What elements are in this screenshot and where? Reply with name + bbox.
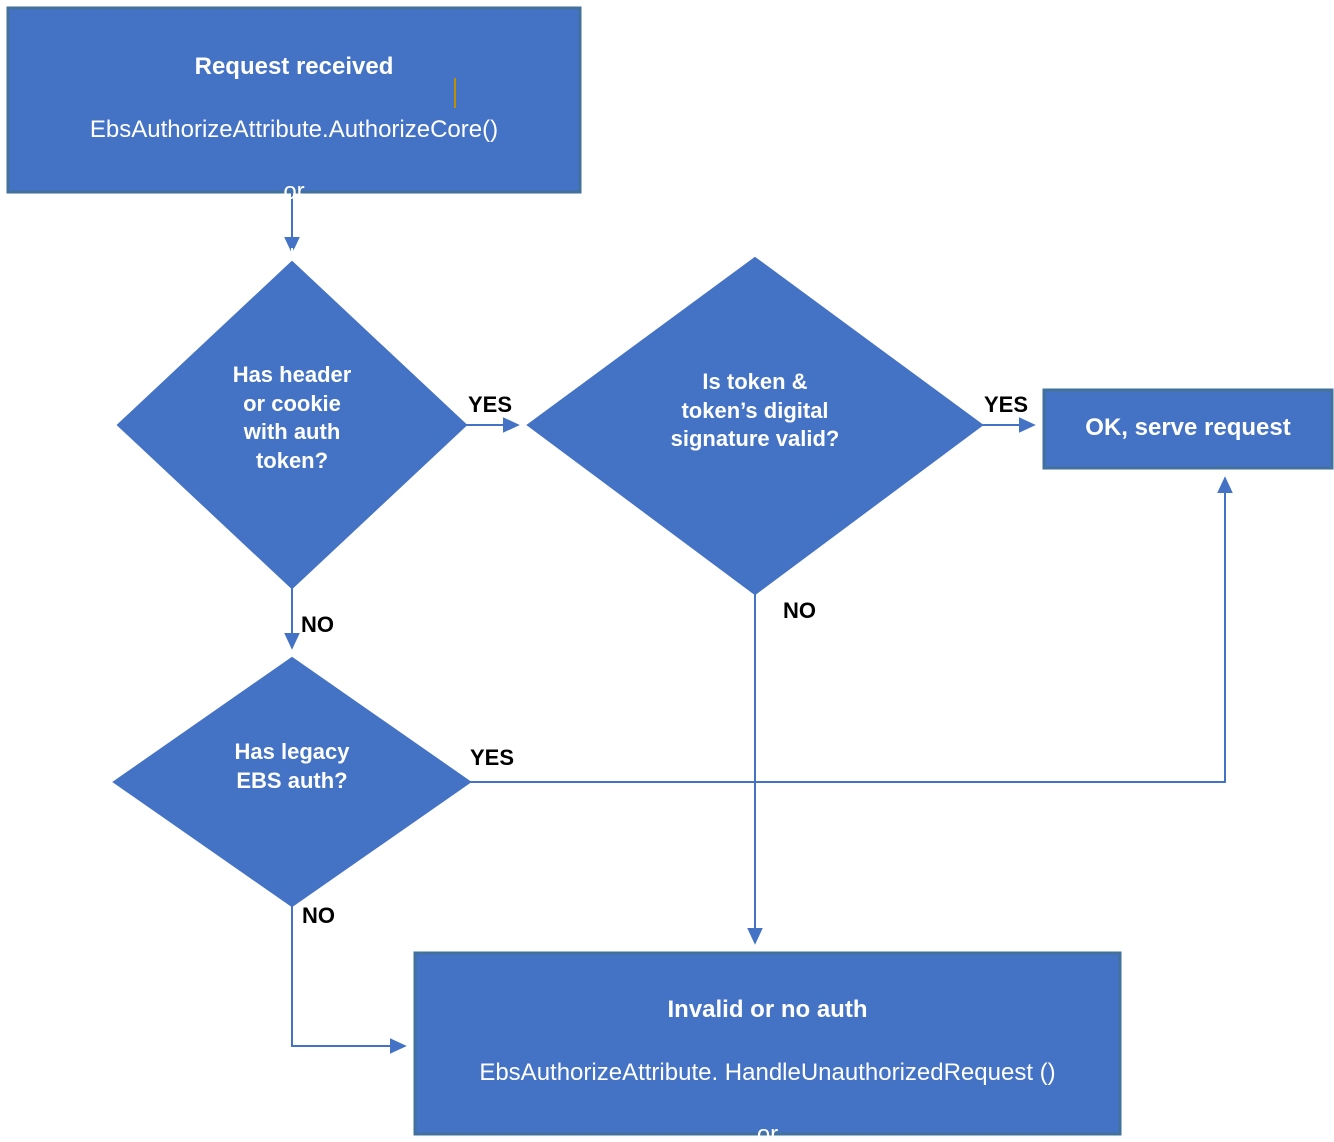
edge-label-d2-yes: YES: [984, 392, 1029, 417]
edge-label-d1-yes: YES: [468, 392, 513, 417]
edge-d3-yes: [470, 476, 1233, 783]
edge-d3-no: [291, 906, 407, 1054]
edge-label-d3-yes: YES: [470, 745, 515, 770]
node-invalid-or-no-auth: [413, 951, 1122, 1136]
edge-label-d1-no: NO: [301, 612, 334, 637]
node-has-header-or-cookie: [116, 260, 468, 590]
node-is-token-valid: [526, 256, 984, 596]
edge-label-d2-no: NO: [783, 598, 816, 623]
node-request-received: [6, 6, 582, 194]
node-ok-serve-request: [1042, 388, 1334, 470]
node-has-legacy-auth: [112, 656, 472, 908]
edge-label-d3-no: NO: [302, 903, 335, 928]
